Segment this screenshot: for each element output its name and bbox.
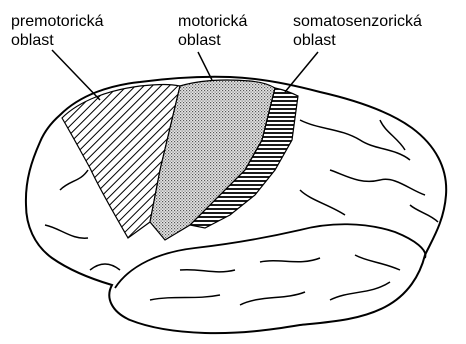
motor-label: motorická oblast (178, 12, 247, 50)
motor-label-line2: oblast (178, 31, 247, 50)
premotor-label: premotorická oblast (11, 12, 103, 50)
motor-pointer (198, 52, 212, 80)
motor-label-line1: motorická (178, 12, 247, 31)
somatosensory-label-line2: oblast (293, 31, 422, 50)
somatosensory-pointer (285, 52, 318, 92)
premotor-label-line2: oblast (11, 31, 103, 50)
somatosensory-label-line1: somatosenzorická (293, 12, 422, 31)
somatosensory-label: somatosenzorická oblast (293, 12, 422, 50)
premotor-pointer (52, 50, 100, 100)
premotor-label-line1: premotorická (11, 12, 103, 31)
